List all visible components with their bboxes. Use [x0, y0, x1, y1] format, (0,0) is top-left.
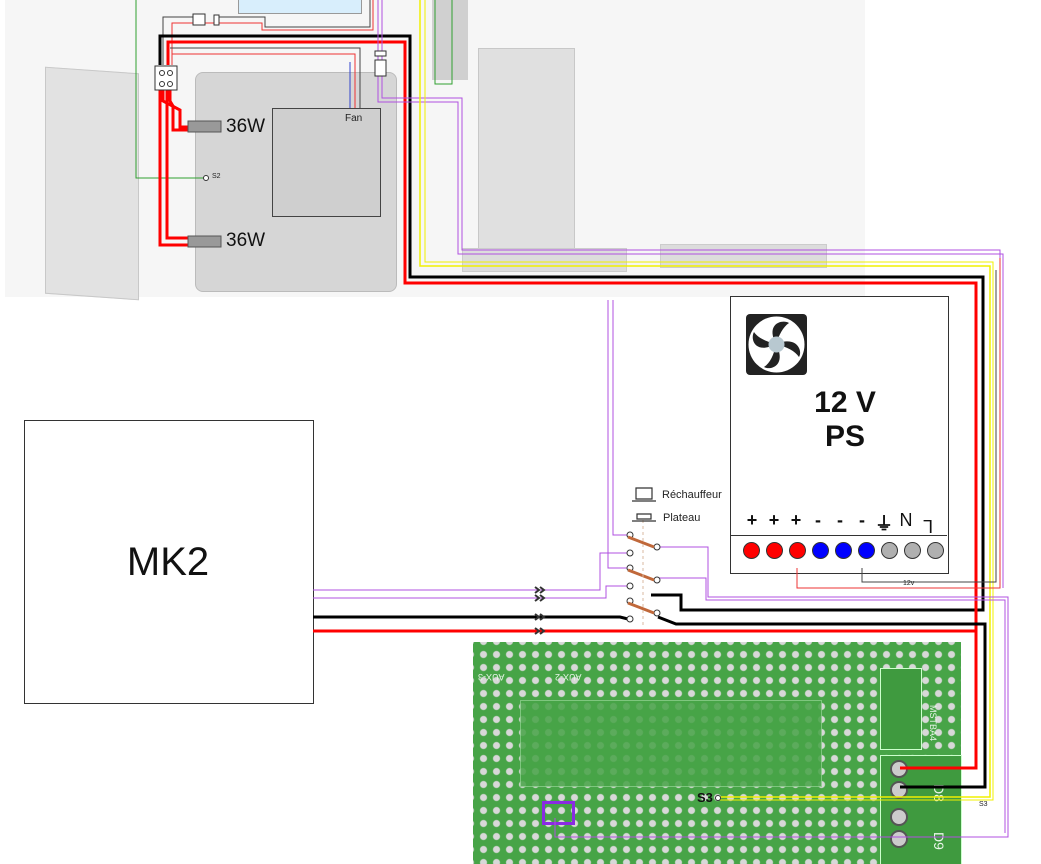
terminal-screw	[743, 542, 760, 559]
sensor-s2-point	[203, 175, 209, 181]
terminal-d9-plus	[890, 808, 908, 826]
heater-top-label: 36W	[226, 116, 266, 137]
power-supply-terminal-strip	[730, 535, 947, 573]
oven-tray-2	[660, 244, 827, 268]
power-supply-voltage: 12 V	[814, 386, 876, 419]
terminal-screw	[835, 542, 852, 559]
wire-switch-black-out	[657, 615, 987, 789]
thermal-fuse-top	[374, 50, 387, 57]
control-panel-board	[238, 0, 362, 14]
oven-right-panel	[478, 48, 575, 262]
button-heater-icon	[632, 487, 656, 502]
wire-red-heater-bottom-2	[165, 90, 190, 240]
wire-fan-red	[172, 53, 356, 108]
terminal-label: -	[859, 510, 865, 530]
wire-red-heater-top	[161, 90, 190, 129]
wire-grey-control	[162, 0, 371, 65]
sensor-s3-point	[715, 795, 721, 801]
terminal-screw	[927, 542, 944, 559]
wire-fan-grey	[170, 47, 361, 108]
sensor-s2-label: S2	[212, 173, 221, 180]
wire-mk2-black	[313, 615, 633, 622]
power-supply-title: 12 V PS	[780, 386, 910, 454]
terminal-label: -	[837, 510, 843, 530]
wire-purple-switch-out-2	[658, 577, 1006, 833]
thermal-fuse	[374, 59, 387, 77]
wire-purple-switch-1	[612, 300, 628, 536]
wire-yellow-2	[424, 0, 994, 801]
mk2-label: MK2	[126, 540, 210, 584]
terminal-label: +	[768, 510, 780, 530]
wire-purple-switch-2	[607, 300, 628, 569]
terminal-screw	[812, 542, 829, 559]
switch-levers	[627, 535, 655, 615]
terminal-screw	[881, 542, 898, 559]
terminal-label: ⏚	[875, 514, 893, 534]
board-driver-area	[520, 700, 822, 787]
terminal-label: +	[790, 510, 802, 530]
fan-icon	[746, 314, 807, 375]
power-input-block	[880, 668, 922, 750]
mk2-heatbed-box	[24, 420, 314, 704]
terminal-label: -	[815, 510, 821, 530]
wire-red-heater-bottom	[158, 90, 190, 247]
heater-bottom-label: 36W	[226, 230, 266, 251]
terminal-label: N	[899, 510, 913, 530]
oven-inner-chamber	[272, 108, 381, 217]
terminal-screws	[743, 542, 944, 559]
connector-holes	[159, 70, 173, 87]
heater-top	[187, 120, 222, 133]
wire-black-main	[158, 34, 985, 612]
control-fuse	[213, 14, 220, 26]
terminal-label: +	[746, 510, 758, 530]
terminal-screw	[904, 542, 921, 559]
wire-red-heater-top-2	[168, 90, 190, 132]
terminal-labels: + + + - - - ⏚ N L	[741, 510, 939, 536]
switch-heater-label: Réchauffeur	[662, 489, 722, 501]
button-bed-icon	[632, 513, 656, 522]
wire-yellow-1	[419, 0, 991, 798]
terminal-screw	[789, 542, 806, 559]
connector-arrows	[534, 586, 546, 635]
terminal-screw	[766, 542, 783, 559]
wire-purple-switch-out-1	[554, 546, 1009, 838]
heater-bottom	[187, 235, 222, 248]
connector-block	[154, 65, 178, 91]
oven-side-rail	[432, 0, 468, 80]
ps-output-label: 12v	[903, 580, 915, 587]
fan-label: Fan	[345, 113, 363, 124]
wire-red-main	[166, 40, 978, 770]
wire-purple-top-2	[377, 0, 1004, 588]
endstop-connector-highlight	[542, 801, 575, 825]
wire-green-s2	[135, 0, 205, 179]
terminal-screw	[858, 542, 875, 559]
wire-red-control	[171, 0, 374, 65]
oven-tray-1	[462, 248, 627, 272]
power-supply-ps: PS	[824, 420, 866, 453]
wire-mk2-purple-1	[313, 552, 628, 591]
s3-side-label: S3	[979, 801, 988, 808]
wire-ps-grey-out	[861, 270, 997, 583]
wire-mk2-purple-2	[313, 585, 628, 599]
switch-bed-label: Plateau	[663, 512, 701, 524]
control-connector	[192, 13, 206, 26]
wire-green-top	[434, 0, 453, 85]
terminal-d9-minus	[890, 830, 908, 848]
board-s3-label: S3	[697, 790, 713, 805]
wire-ps-red-out	[796, 258, 1001, 589]
